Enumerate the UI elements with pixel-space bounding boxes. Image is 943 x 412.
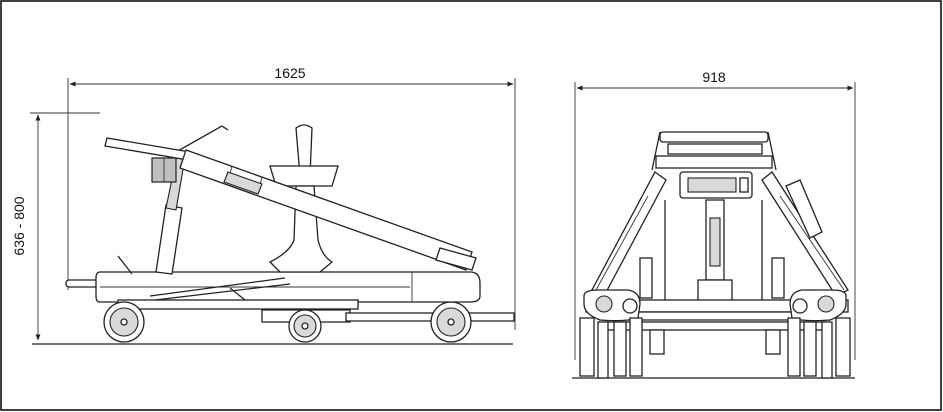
- control-panel: [679, 171, 753, 199]
- central-mast: [268, 124, 339, 273]
- left-caster-assembly: [579, 289, 665, 379]
- rear-wheel: [430, 301, 472, 343]
- middle-wheel: [288, 309, 322, 343]
- undercarriage: [117, 299, 359, 310]
- front-wheel: [103, 301, 145, 343]
- side-length-label: 1625: [274, 65, 305, 81]
- side-height-label: 636 - 800: [11, 196, 27, 255]
- stretcher-beam: [104, 137, 477, 271]
- side-height-dimension: 636 - 800: [11, 112, 100, 341]
- right-caster-assembly: [765, 289, 851, 379]
- center-column: [697, 199, 733, 303]
- front-view: 918: [572, 69, 856, 379]
- side-length-dimension: 1625: [67, 65, 516, 330]
- front-bed-top: [651, 131, 777, 171]
- front-width-dimension: 918: [574, 69, 856, 360]
- front-width-label: 918: [702, 69, 726, 85]
- side-view: 1625 636 - 800: [11, 65, 516, 345]
